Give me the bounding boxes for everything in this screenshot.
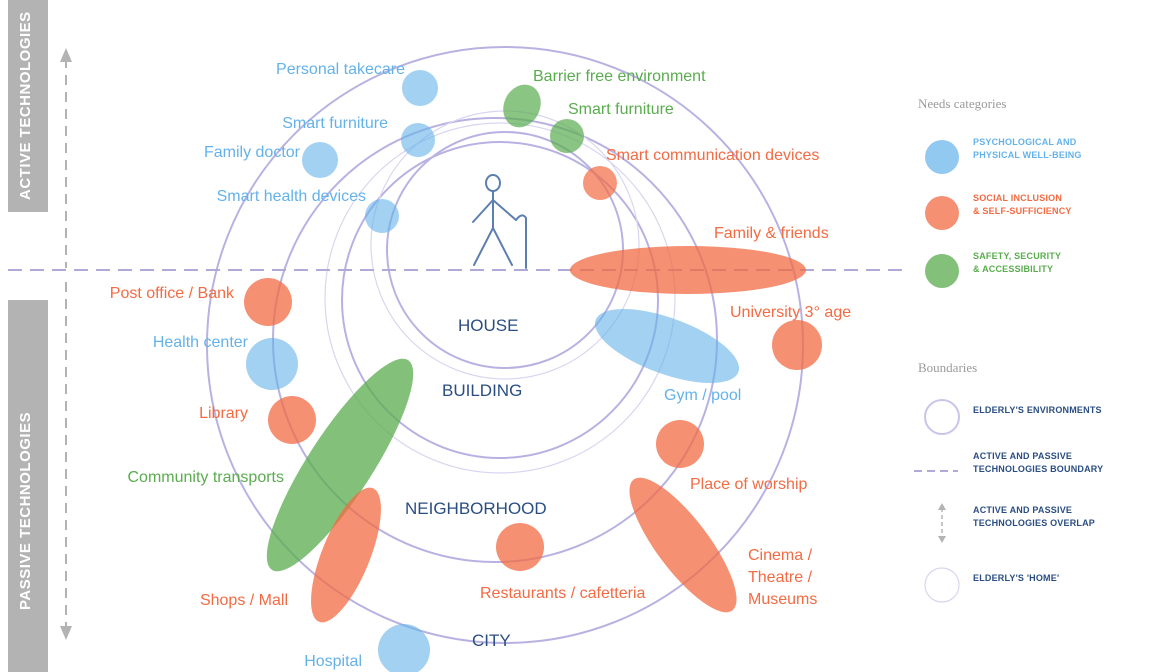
legend-item-social: SOCIAL INCLUSION & SELF-SUFFICIENCY <box>918 188 1154 232</box>
need-label: University 3° age <box>730 304 851 321</box>
legend-text-safety: SAFETY, SECURITY & ACCESSIBILITY <box>973 251 1062 274</box>
smart-health-devices-bubble <box>365 199 399 233</box>
need-label: Family & friends <box>714 225 829 242</box>
need-label: Hospital <box>304 653 362 670</box>
need-bubbles <box>244 70 822 672</box>
hospital-bubble <box>378 624 430 672</box>
legend-text-home: ELDERLY'S 'HOME' <box>973 573 1060 583</box>
need-label: Cinema /Theatre /Museums <box>748 547 817 608</box>
gym-pool-bubble <box>594 309 740 383</box>
legend-item-environments: ELDERLY'S ENVIRONMENTS <box>918 392 1154 436</box>
place-of-worship-bubble <box>656 420 704 468</box>
neighborhood-label: NEIGHBORHOOD <box>405 499 547 518</box>
house-label: HOUSE <box>458 316 518 335</box>
active-technologies-band: ACTIVE TECHNOLOGIES <box>8 0 48 212</box>
legend-item-boundary: ACTIVE AND PASSIVE TECHNOLOGIES BOUNDARY <box>914 446 1154 490</box>
double-arrow-icon <box>938 503 946 543</box>
city-label: CITY <box>472 631 511 650</box>
legend-item-wellbeing: PSYCHOLOGICAL AND PHYSICAL WELL-BEING <box>918 132 1154 176</box>
cinema-theatre-museums-bubble <box>629 477 737 613</box>
post-office-bank-bubble <box>244 278 292 326</box>
need-label: Shops / Mall <box>200 592 288 609</box>
need-label: Place of worship <box>690 476 807 493</box>
shops-mall-bubble <box>311 487 381 623</box>
legend-item-safety: SAFETY, SECURITY & ACCESSIBILITY <box>918 246 1154 290</box>
legend-item-home: ELDERLY'S 'HOME' <box>918 560 1154 604</box>
building-label: BUILDING <box>442 381 522 400</box>
community-transports-bubble <box>266 358 414 572</box>
need-label: Community transports <box>128 469 285 486</box>
smart-communication-devices-bubble <box>583 166 617 200</box>
family-friends-bubble <box>570 246 806 294</box>
personal-takecare-bubble <box>402 70 438 106</box>
need-label: Library <box>199 405 248 422</box>
need-label: Personal takecare <box>276 61 405 78</box>
legend-text-overlap: ACTIVE AND PASSIVE TECHNOLOGIES OVERLAP <box>973 505 1096 528</box>
library-bubble <box>268 396 316 444</box>
university-3-age-bubble <box>772 320 822 370</box>
circle-outline-icon <box>924 399 960 435</box>
legend-text-environments: ELDERLY'S ENVIRONMENTS <box>973 405 1102 415</box>
social-swatch <box>925 196 959 230</box>
passive-technologies-band: PASSIVE TECHNOLOGIES <box>8 300 48 672</box>
need-label: Post office / Bank <box>110 285 235 302</box>
smart-furniture-blue-bubble <box>401 123 435 157</box>
elderly-person-with-cane-icon <box>472 174 527 269</box>
building-ring <box>341 141 659 459</box>
need-label: Smart furniture <box>568 101 674 118</box>
family-doctor-bubble <box>302 142 338 178</box>
health-center-bubble <box>246 338 298 390</box>
thin-circle-icon <box>924 567 960 603</box>
need-label: Barrier free environment <box>533 68 706 85</box>
environment-labels: HOUSE BUILDING NEIGHBORHOOD CITY <box>405 316 547 650</box>
wellbeing-swatch <box>925 140 959 174</box>
need-label: Smart furniture <box>282 115 388 132</box>
needs-categories-title: Needs categories <box>918 96 1007 111</box>
smart-furniture-green-bubble <box>550 119 584 153</box>
legend-text-social: SOCIAL INCLUSION & SELF-SUFFICIENCY <box>973 193 1072 216</box>
need-label: Restaurants / cafetteria <box>480 585 646 602</box>
need-label: Smart communication devices <box>606 147 819 164</box>
legend-text-wellbeing: PSYCHOLOGICAL AND PHYSICAL WELL-BEING <box>973 137 1082 160</box>
safety-swatch <box>925 254 959 288</box>
need-label: Smart health devices <box>217 188 366 205</box>
need-label: Health center <box>153 334 249 351</box>
dashed-line-icon <box>914 470 958 472</box>
barrier-free-environment-bubble <box>503 84 541 128</box>
boundaries-title: Boundaries <box>918 360 978 375</box>
active-passive-overlap-arrow <box>60 48 72 640</box>
need-label: Gym / pool <box>664 387 741 404</box>
legend-item-overlap: ACTIVE AND PASSIVE TECHNOLOGIES OVERLAP <box>918 500 1154 544</box>
restaurants-cafetteria-bubble <box>496 523 544 571</box>
legend-text-boundary: ACTIVE AND PASSIVE TECHNOLOGIES BOUNDARY <box>973 451 1104 474</box>
need-label: Family doctor <box>204 144 301 161</box>
